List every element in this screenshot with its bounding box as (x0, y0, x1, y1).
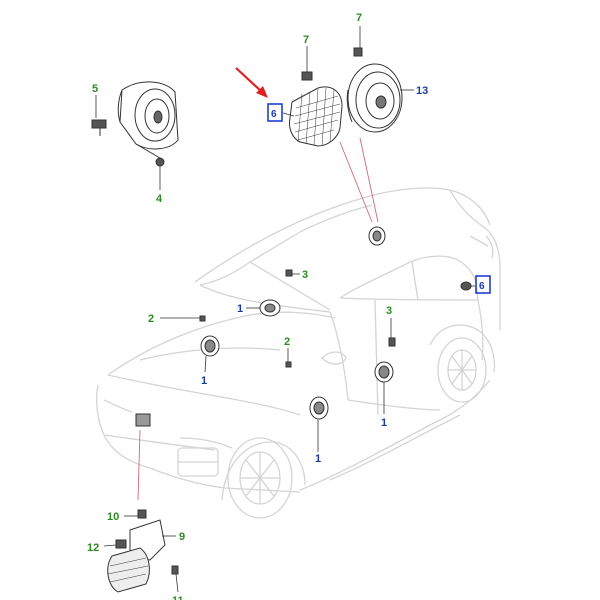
callout-6-grille: 6 (271, 109, 277, 120)
callout-7-grille: 7 (303, 34, 309, 46)
callout-9: 9 (179, 531, 185, 543)
callout-3-upper: 3 (302, 269, 308, 281)
callout-1-front-door: 1 (201, 375, 207, 387)
pointer-arrow (235, 67, 268, 98)
callout-2-center: 2 (284, 336, 290, 348)
callout-6-right: 6 (479, 281, 485, 292)
callout-7-top-right: 7 (356, 12, 362, 24)
callout-4: 4 (156, 193, 163, 205)
leaders-top-right (306, 26, 414, 91)
callout-2-left: 2 (148, 313, 154, 325)
rear-speaker-part (301, 47, 403, 133)
callout-1-dash: 1 (237, 303, 243, 315)
leader-lines-pink (137, 137, 379, 501)
highlight-box-6b (475, 275, 491, 294)
leader-grille (282, 112, 295, 117)
vehicle-outline (96, 187, 501, 519)
callout-13: 13 (416, 85, 428, 97)
door-speaker-part (91, 81, 179, 167)
installed-speakers (135, 226, 472, 427)
callout-3-lower: 3 (386, 305, 392, 317)
callout-1-door-right: 1 (315, 453, 321, 465)
leaders-installed (160, 273, 475, 452)
callout-5: 5 (92, 83, 98, 95)
horn-bracket-assembly (107, 509, 179, 593)
callout-12: 12 (87, 542, 99, 554)
leaders-bottom (103, 515, 179, 593)
highlight-box-6a (267, 103, 283, 122)
leaders-top-left (95, 95, 161, 190)
speaker-grille-part (289, 86, 343, 147)
callout-10: 10 (107, 511, 119, 523)
callout-1-rear-door: 1 (381, 417, 387, 429)
callout-11: 11 (172, 595, 184, 600)
